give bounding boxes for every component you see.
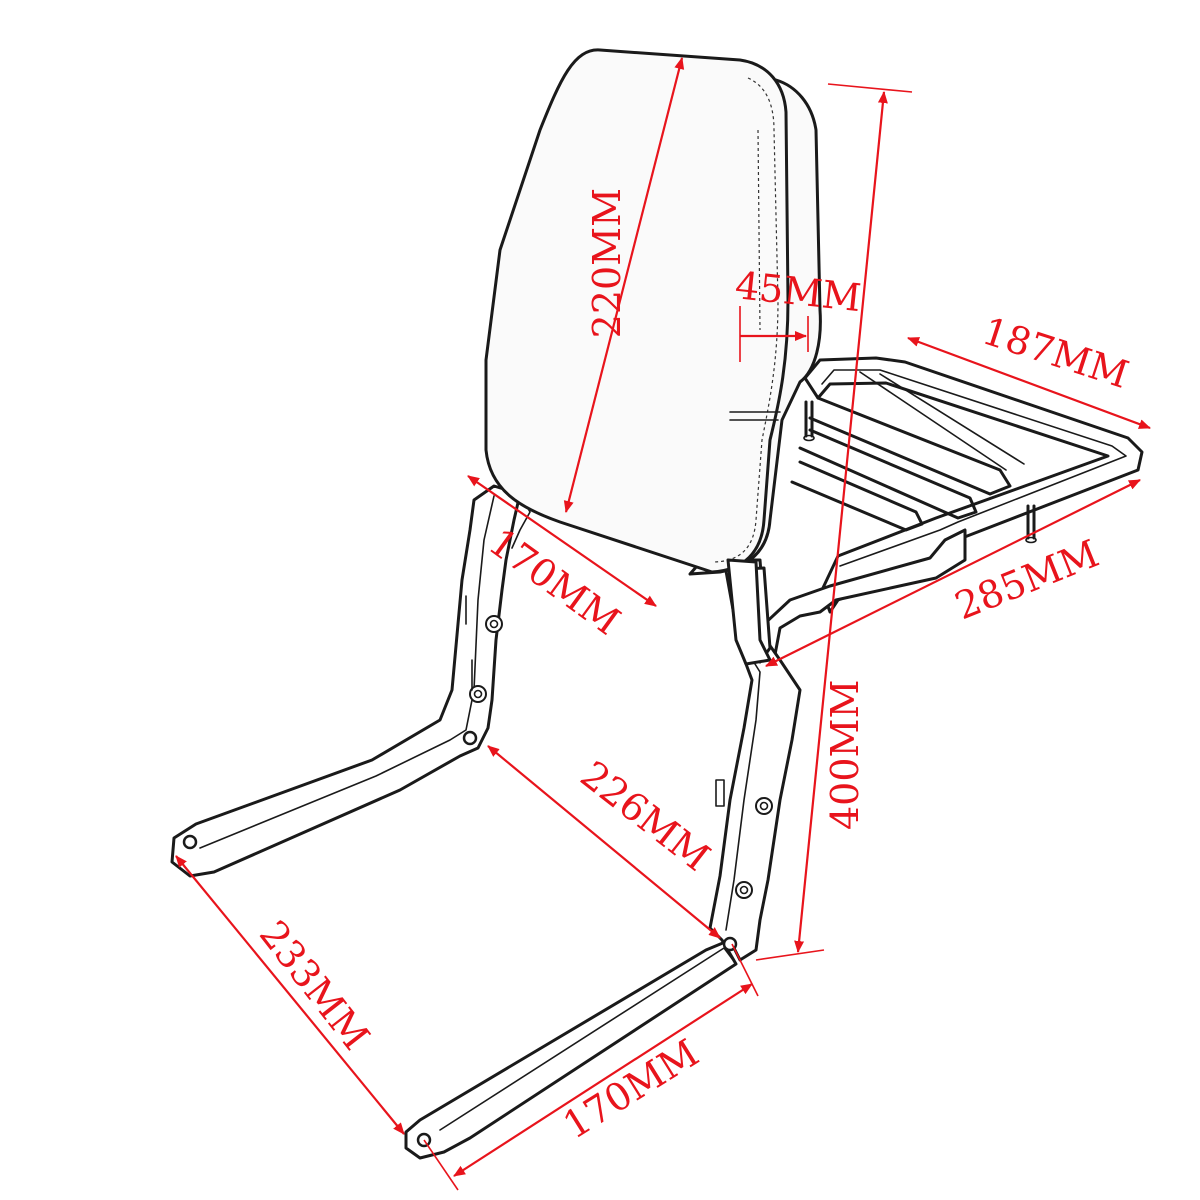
- label-rack-length: 285MM: [949, 531, 1105, 628]
- dim-line-rack-length: [765, 479, 1141, 667]
- backrest-pad: [484, 48, 822, 576]
- dim-line-rack-width: [907, 336, 1151, 430]
- dim-line-side-plate: [487, 745, 721, 939]
- label-pad-height: 220MM: [585, 188, 629, 338]
- left-side-plate: [170, 484, 531, 878]
- dim-line-mount-spacing: [453, 983, 753, 1177]
- dim-line-upright-spacing: [467, 475, 657, 607]
- label-mount-length: 233MM: [251, 912, 378, 1058]
- label-rack-width: 187MM: [977, 309, 1134, 397]
- label-total-height: 400MM: [823, 680, 867, 830]
- dim-line-mount-length: [175, 855, 405, 1135]
- dim-line-pad-height: [563, 57, 685, 513]
- label-side-plate: 226MM: [572, 752, 718, 879]
